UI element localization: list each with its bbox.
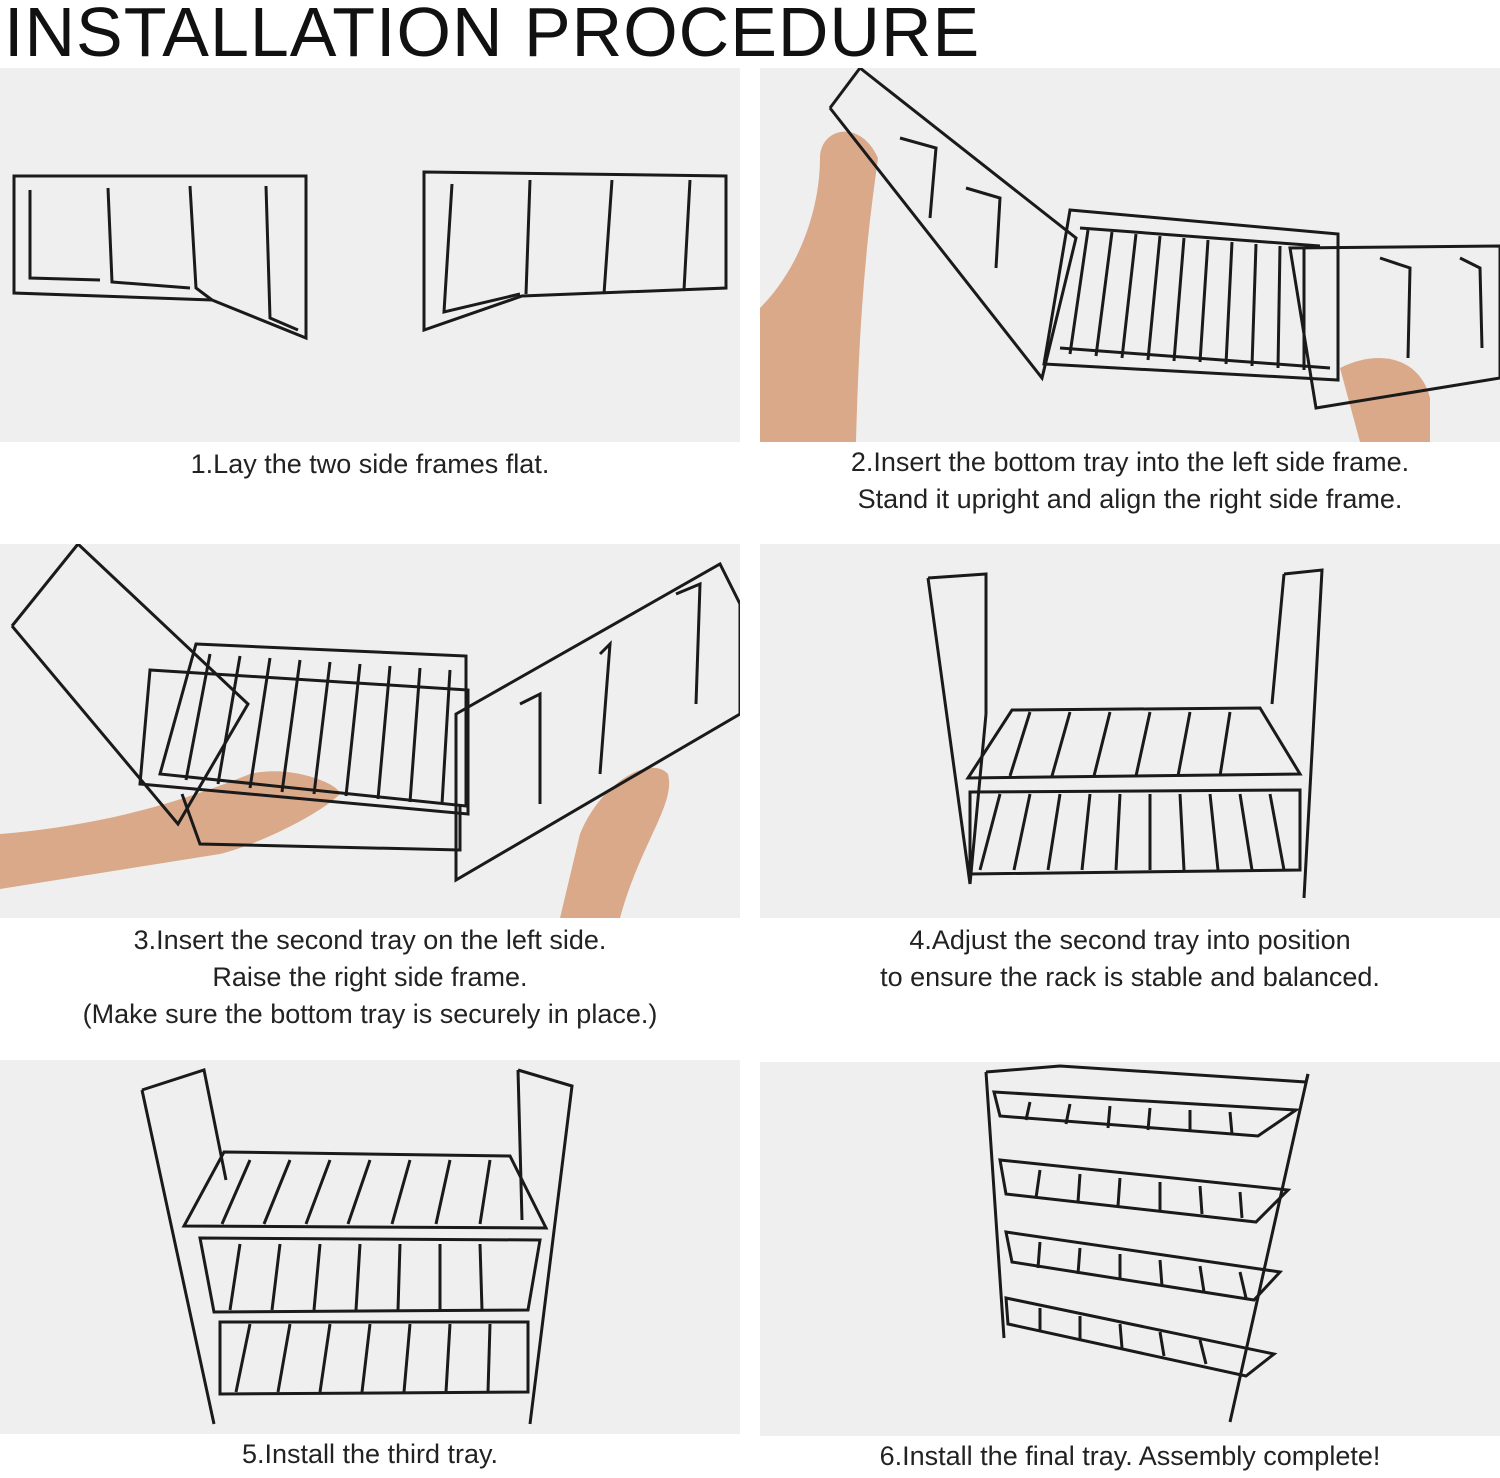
step-6-photo (760, 1062, 1500, 1436)
step-3-line-1: 3.Insert the second tray on the left sid… (133, 925, 607, 955)
step-2-caption: 2.Insert the bottom tray into the left s… (760, 444, 1500, 518)
two-tier-rack-illustration (926, 568, 1324, 899)
step-4-line-1: 4.Adjust the second tray into position (909, 925, 1351, 955)
step-5-line-1: 5.Install the third tray. (241, 1439, 499, 1469)
step-1-caption: 1.Lay the two side frames flat. (0, 446, 740, 483)
step-5-caption: 5.Install the third tray. (0, 1436, 740, 1473)
step-4-caption: 4.Adjust the second tray into position t… (760, 922, 1500, 996)
step-2-line-2: Stand it upright and align the right sid… (857, 484, 1403, 514)
page-title: INSTALLATION PROCEDURE (4, 0, 981, 71)
step-3-line-3: (Make sure the bottom tray is securely i… (82, 999, 658, 1029)
step-6-line-1: 6.Install the final tray. Assembly compl… (879, 1441, 1381, 1471)
step-1-photo (0, 68, 740, 442)
step-5-photo (0, 1060, 740, 1434)
step-3-line-2: Raise the right side frame. (212, 962, 528, 992)
step-4-line-2: to ensure the rack is stable and balance… (880, 962, 1380, 992)
side-frames-illustration (12, 170, 728, 341)
second-tray-illustration (0, 544, 740, 918)
four-tier-rack-illustration (984, 1064, 1310, 1423)
step-6-caption: 6.Install the final tray. Assembly compl… (760, 1438, 1500, 1475)
step-1-line-1: 1.Lay the two side frames flat. (190, 449, 550, 479)
bottom-tray-illustration (760, 68, 1500, 442)
step-3-caption: 3.Insert the second tray on the left sid… (0, 922, 740, 1033)
step-2-line-1: 2.Insert the bottom tray into the left s… (850, 447, 1410, 477)
three-tier-rack-illustration (140, 1068, 574, 1425)
step-2-photo (760, 68, 1500, 442)
step-4-photo (760, 544, 1500, 918)
step-3-photo (0, 544, 740, 918)
